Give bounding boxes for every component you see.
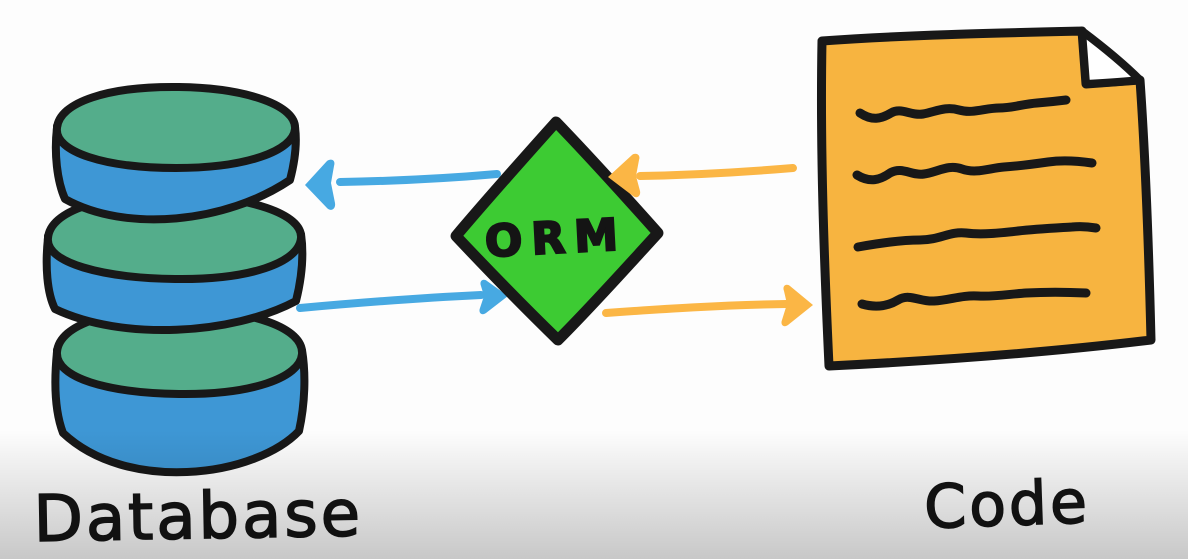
code-line-3 xyxy=(853,222,1101,252)
code-line-4 xyxy=(857,287,1091,311)
code-line-1 xyxy=(855,95,1071,123)
arrow-head-right-icon xyxy=(479,279,508,315)
arrow-code-to-orm xyxy=(608,153,797,198)
arrow-database-to-orm xyxy=(296,279,508,315)
arrow-line xyxy=(636,164,797,180)
code-node xyxy=(816,26,1156,371)
code-line-2 xyxy=(852,156,1097,185)
arrow-line xyxy=(296,291,485,312)
database-node xyxy=(42,82,309,477)
database-label: Database xyxy=(33,477,364,557)
database-cylinder-top xyxy=(51,82,300,224)
folded-corner-icon xyxy=(1078,27,1144,88)
arrow-line xyxy=(336,170,501,186)
arrow-line xyxy=(602,300,790,317)
arrow-head-left-icon xyxy=(608,153,641,198)
arrow-orm-to-code xyxy=(602,284,813,327)
arrow-head-left-icon xyxy=(305,159,336,210)
orm-label: ORM xyxy=(484,209,629,267)
arrow-head-right-icon xyxy=(781,284,813,327)
cylinder-top xyxy=(52,82,299,172)
arrow-orm-to-database xyxy=(305,159,501,210)
code-label: Code xyxy=(923,467,1091,543)
orm-node: ORM xyxy=(450,116,664,346)
orm-diamond xyxy=(450,116,664,346)
